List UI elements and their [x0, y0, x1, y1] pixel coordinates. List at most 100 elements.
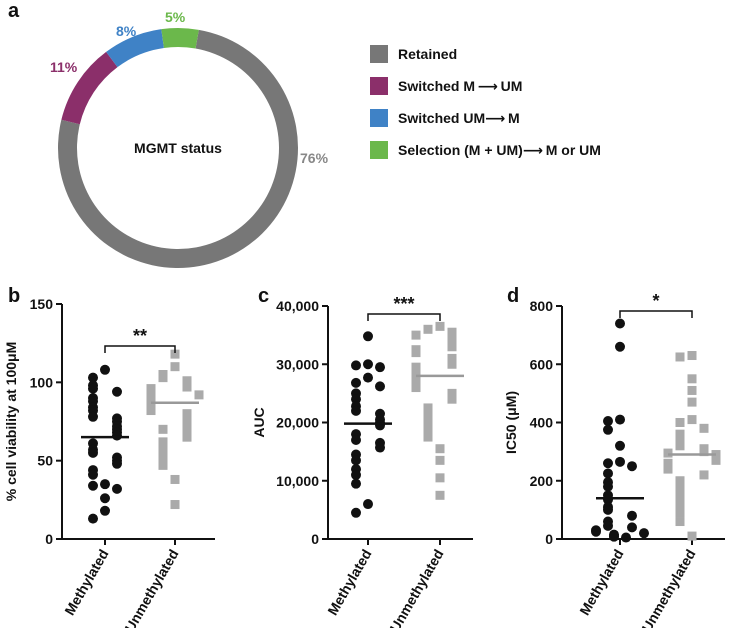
data-point — [194, 390, 204, 400]
data-point — [615, 318, 625, 329]
y-tick-label: 10,000 — [276, 473, 319, 489]
data-point — [687, 374, 697, 384]
data-point — [158, 373, 168, 383]
data-point — [158, 443, 168, 453]
y-tick-label: 0 — [545, 531, 553, 547]
data-point — [699, 447, 709, 457]
legend-swatch — [370, 109, 388, 127]
x-tick-label: Unmethylated — [638, 547, 698, 629]
panel-b-label: b — [8, 285, 21, 307]
y-tick-label: 600 — [530, 356, 554, 372]
data-point — [146, 406, 156, 416]
data-point — [375, 381, 385, 392]
legend-item-retained: Retained — [370, 38, 601, 70]
data-point — [675, 499, 685, 509]
data-point — [363, 499, 373, 510]
data-point — [363, 372, 373, 383]
data-point — [170, 474, 180, 484]
significance-label: ** — [133, 326, 147, 346]
data-point — [675, 418, 685, 427]
legend-swatch — [370, 45, 388, 63]
data-point — [112, 386, 122, 397]
data-point — [687, 385, 697, 395]
x-tick-label: Methylated — [61, 547, 111, 618]
data-point — [699, 470, 709, 480]
data-point — [423, 415, 433, 425]
data-point — [158, 453, 168, 463]
data-point — [435, 473, 445, 483]
y-axis-label: IC50 (μM) — [503, 391, 519, 454]
x-tick-label: Unmethylated — [121, 547, 181, 629]
data-point — [182, 427, 192, 437]
y-tick-label: 50 — [37, 453, 53, 469]
data-point — [351, 455, 361, 466]
legend-item-switched-um-m: Switched UM⟶ M — [370, 102, 601, 134]
data-point — [663, 448, 673, 458]
data-point — [627, 510, 637, 521]
data-point — [351, 507, 361, 518]
data-point — [435, 455, 445, 465]
legend-label: Selection (M + UM)⟶ M or UM — [398, 141, 601, 158]
data-point — [435, 444, 445, 454]
mgmt-donut-chart: 76%11%8%5%MGMT status — [50, 9, 329, 268]
x-tick-label: Methylated — [576, 547, 626, 618]
y-tick-label: 200 — [530, 473, 554, 489]
data-point — [435, 321, 445, 331]
data-point — [675, 435, 685, 445]
data-point — [615, 341, 625, 352]
data-point — [351, 478, 361, 489]
data-point — [351, 360, 361, 371]
data-point — [615, 414, 625, 425]
data-point — [687, 351, 697, 361]
data-point — [100, 479, 110, 490]
data-point — [88, 447, 98, 458]
data-point — [88, 383, 98, 394]
data-point — [435, 490, 445, 500]
data-point — [447, 342, 457, 352]
data-point — [158, 437, 168, 447]
data-point — [363, 359, 373, 370]
data-point — [182, 432, 192, 442]
data-point — [615, 440, 625, 451]
data-point — [423, 426, 433, 436]
donut-slice-2 — [61, 51, 118, 125]
data-point — [711, 455, 721, 465]
data-point — [675, 482, 685, 492]
y-axis-label: AUC — [251, 407, 267, 437]
data-point — [411, 348, 421, 358]
data-point — [351, 434, 361, 445]
data-point — [627, 461, 637, 472]
data-point — [158, 460, 168, 470]
data-point — [603, 468, 613, 479]
data-point — [351, 405, 361, 416]
data-point — [100, 505, 110, 516]
data-point — [447, 327, 457, 337]
y-tick-label: 400 — [530, 415, 554, 431]
data-point — [699, 423, 709, 433]
data-point — [158, 424, 168, 434]
data-point — [112, 483, 122, 494]
data-point — [675, 429, 685, 439]
donut-slice-label: 11% — [50, 59, 78, 75]
data-point — [88, 469, 98, 480]
data-point — [88, 411, 98, 422]
data-point — [687, 397, 697, 407]
data-point — [603, 416, 613, 427]
panel-a-label: a — [8, 0, 20, 22]
data-point — [363, 331, 373, 342]
data-point — [375, 362, 385, 373]
data-point — [351, 377, 361, 388]
data-point — [88, 480, 98, 491]
data-point — [423, 403, 433, 413]
significance-bracket — [104, 345, 176, 353]
data-point — [112, 430, 122, 441]
data-point — [675, 441, 685, 451]
panel-c-label: c — [258, 285, 270, 307]
data-point — [675, 476, 685, 486]
data-point — [447, 394, 457, 404]
data-point — [615, 456, 625, 467]
data-point — [687, 531, 697, 541]
data-point — [627, 522, 637, 533]
data-point — [663, 464, 673, 474]
